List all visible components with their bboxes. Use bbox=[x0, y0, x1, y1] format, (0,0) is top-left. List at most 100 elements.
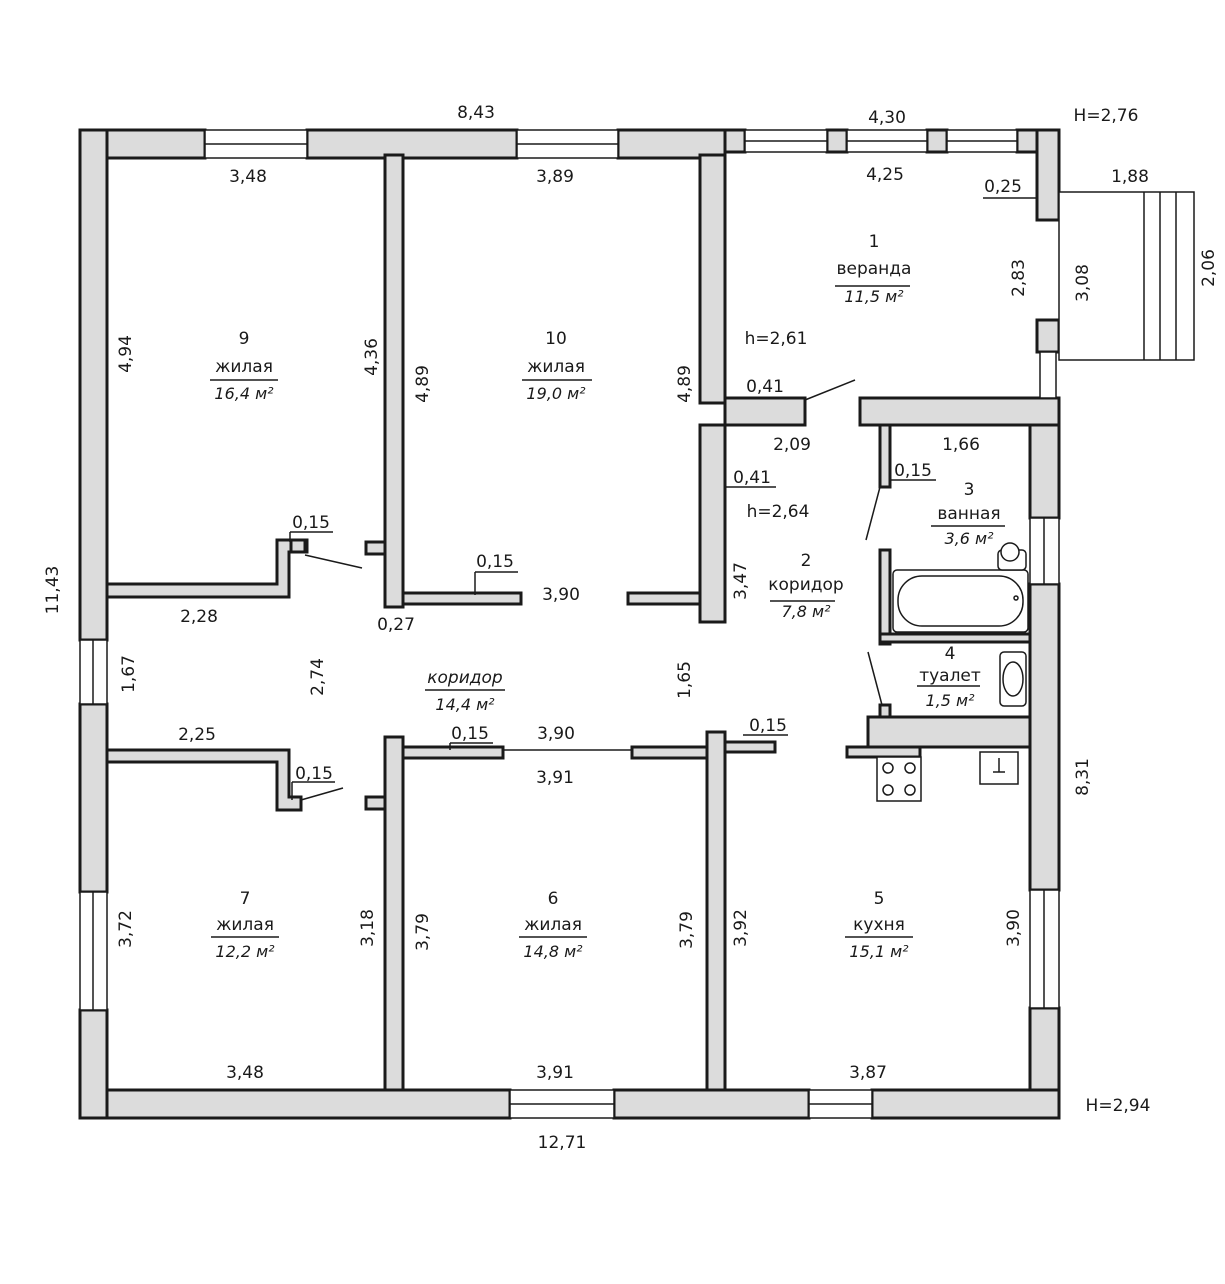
room-5-number: 5 bbox=[874, 889, 885, 909]
dim-r2-right: 3,47 bbox=[731, 562, 751, 600]
room-2-name: коридор bbox=[768, 575, 843, 595]
wall-r5-stub2 bbox=[845, 745, 922, 759]
room-3-number: 3 bbox=[964, 480, 975, 500]
wall-bath-wc bbox=[878, 632, 1032, 644]
fixtures bbox=[876, 542, 1029, 802]
wall-stub-r9 bbox=[364, 540, 387, 556]
dim-r10-top: 3,89 bbox=[536, 167, 574, 187]
dim-r5-right: 3,90 bbox=[1004, 909, 1024, 947]
dim-top-right: 4,30 bbox=[868, 108, 906, 128]
room-2-area: 7,8 м² bbox=[781, 602, 831, 621]
dim-r1-right: 2,83 bbox=[1009, 259, 1029, 297]
room-10-area: 19,0 м² bbox=[526, 384, 586, 403]
labels: H=2,76 H=2,94 8,43 4,30 12,71 11,43 8,31… bbox=[43, 103, 1219, 1153]
room-4-number: 4 bbox=[945, 644, 956, 664]
room-2-number: 2 bbox=[801, 551, 812, 571]
dim-r10-right: 4,89 bbox=[675, 365, 695, 403]
room-9-number: 9 bbox=[239, 329, 250, 349]
room-5-area: 15,1 м² bbox=[849, 942, 909, 961]
dim-r10-left: 4,89 bbox=[413, 365, 433, 403]
dim-r6-left: 3,79 bbox=[413, 913, 433, 951]
wall-veranda-bottom-stub bbox=[723, 396, 807, 427]
wall-r5-stub bbox=[723, 740, 777, 754]
leaders bbox=[289, 197, 1037, 800]
room-10-number: 10 bbox=[545, 329, 567, 349]
dim-porch-width: 1,88 bbox=[1111, 167, 1149, 187]
room-7-name: жилая bbox=[216, 915, 274, 935]
wall-r10-right-top bbox=[698, 153, 727, 405]
wall-veranda-right-bottom bbox=[1035, 318, 1061, 354]
wall-r9-r10 bbox=[383, 153, 405, 609]
wall-left-mid bbox=[78, 702, 109, 894]
room-1-name: веранда bbox=[837, 259, 912, 279]
dim-r5-bottom: 3,87 bbox=[849, 1063, 887, 1083]
wall-r6-r5 bbox=[705, 730, 727, 1092]
wall-bottom-left bbox=[78, 1088, 512, 1120]
walls bbox=[78, 128, 1061, 1120]
dim-r6-right: 3,79 bbox=[677, 911, 697, 949]
room-1-area: 11,5 м² bbox=[844, 287, 904, 306]
room-10-name: жилая bbox=[527, 357, 585, 377]
room-9-area: 16,4 м² bbox=[214, 384, 274, 403]
wall-veranda-right-top bbox=[1035, 128, 1061, 222]
wall-veranda-top-c bbox=[925, 128, 949, 154]
wall-r9-niche-box bbox=[289, 538, 307, 554]
dim-r6-top: 3,91 bbox=[536, 768, 574, 788]
dim-r1-wall: 0,41 bbox=[746, 377, 784, 397]
wall-veranda-top-a bbox=[723, 128, 747, 154]
wall-r10-right-bottom bbox=[698, 423, 727, 624]
dim-corr-wall: 0,27 bbox=[377, 615, 415, 635]
window bbox=[1039, 351, 1057, 399]
dim-top-left: 8,43 bbox=[457, 103, 495, 123]
wall-stub-r7 bbox=[364, 795, 387, 811]
dim-corr-mid: 2,74 bbox=[308, 658, 328, 696]
dim-r10-bottom: 3,90 bbox=[542, 585, 580, 605]
porch-steps bbox=[1058, 191, 1195, 361]
dim-r7-right: 3,18 bbox=[358, 909, 378, 947]
wall-r7-top bbox=[105, 748, 303, 812]
door-lines bbox=[300, 379, 883, 801]
wall-bath-stub bbox=[878, 423, 892, 489]
dim-r10-niche: 0,15 bbox=[476, 552, 514, 572]
room-9-name: жилая bbox=[215, 357, 273, 377]
dim-corr-right: 1,65 bbox=[675, 661, 695, 699]
wall-top-mid1 bbox=[305, 128, 519, 160]
wall-wc-stub bbox=[878, 703, 892, 719]
bathtub-inner bbox=[897, 575, 1024, 627]
room-6-number: 6 bbox=[548, 889, 559, 909]
wall-veranda-top-b bbox=[825, 128, 849, 154]
height-bottom: H=2,94 bbox=[1086, 1096, 1151, 1116]
wall-left-bottom bbox=[78, 1008, 109, 1120]
dim-r7-bottom: 3,48 bbox=[226, 1063, 264, 1083]
dim-r2-top: 2,09 bbox=[773, 435, 811, 455]
porch bbox=[1058, 191, 1195, 361]
room-1-number: 1 bbox=[869, 232, 880, 252]
room-7-number: 7 bbox=[240, 889, 251, 909]
dim-r6-bottom: 3,91 bbox=[536, 1063, 574, 1083]
corridor-area: 14,4 м² bbox=[435, 695, 495, 714]
room-3-name: ванная bbox=[937, 504, 1000, 524]
wall-bottom-right bbox=[870, 1088, 1061, 1120]
dim-r9-left: 4,94 bbox=[116, 335, 136, 373]
dim-bottom: 12,71 bbox=[538, 1133, 587, 1153]
wall-r6-top-right bbox=[630, 745, 709, 760]
dim-r5-left: 3,92 bbox=[731, 909, 751, 947]
dim-r6-top-inner: 3,90 bbox=[537, 724, 575, 744]
stove bbox=[876, 756, 922, 802]
wall-r10-bottom-left bbox=[401, 591, 523, 606]
dim-r2-wall: 0,41 bbox=[733, 468, 771, 488]
dim-right: 8,31 bbox=[1073, 758, 1093, 796]
wall-bath-top bbox=[858, 396, 1061, 427]
dim-r3-wall: 0,15 bbox=[894, 461, 932, 481]
dim-r6-niche: 0,15 bbox=[451, 724, 489, 744]
wall-right-2 bbox=[1028, 582, 1061, 892]
room-4-name: туалет bbox=[919, 666, 981, 686]
corridor-name: коридор bbox=[427, 668, 503, 688]
room-5-name: кухня bbox=[853, 915, 905, 935]
dim-r1-door: 3,08 bbox=[1073, 264, 1093, 302]
windows bbox=[79, 129, 1060, 1119]
room-6-area: 14,8 м² bbox=[523, 942, 583, 961]
room-4-area: 1,5 м² bbox=[925, 691, 975, 710]
dim-r5-niche: 0,15 bbox=[749, 716, 787, 736]
